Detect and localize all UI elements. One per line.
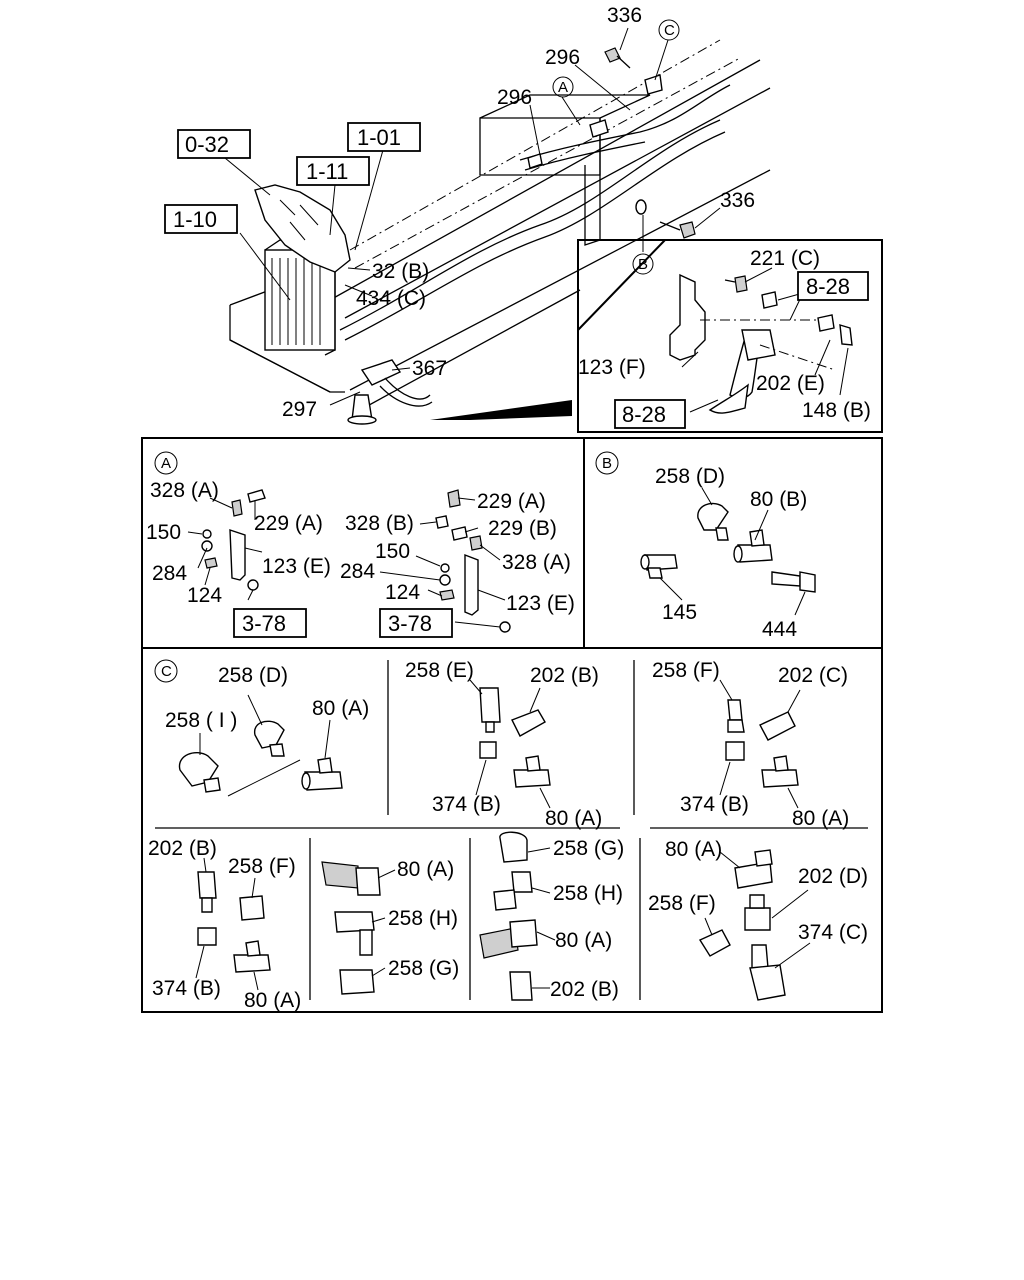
- label-c7-80a: 80 (A): [665, 838, 722, 861]
- label-c1-80a: 80 (A): [312, 697, 369, 720]
- label-a-328a-1: 328 (A): [150, 479, 219, 502]
- panel-a-marker: A: [161, 455, 171, 472]
- label-a-123e-2: 123 (E): [506, 592, 575, 615]
- callout-a: A: [558, 79, 568, 96]
- label-b-258d: 258 (D): [655, 465, 725, 488]
- label-c5-80a: 80 (A): [397, 858, 454, 881]
- label-a-229b: 229 (B): [488, 517, 557, 540]
- label-a-284-2: 284: [340, 560, 375, 583]
- panel-a: A 328 (A) 229 (A) 150 123 (E) 284 124 3-…: [146, 451, 575, 638]
- label-a-123e-1: 123 (E): [262, 555, 331, 578]
- ref-1-11: 1-11: [306, 159, 348, 184]
- label-c6-202b: 202 (B): [550, 978, 619, 1001]
- label-b-145: 145: [662, 601, 697, 624]
- label-c3-258f: 258 (F): [652, 659, 720, 682]
- label-b-444: 444: [762, 618, 797, 641]
- label-221c: 221 (C): [750, 247, 820, 270]
- callout-b: B: [638, 256, 648, 273]
- label-32b: 32 (B): [372, 260, 429, 283]
- label-c3-80a: 80 (A): [792, 807, 849, 830]
- label-c2-374b: 374 (B): [432, 793, 501, 816]
- panel-grid: [141, 437, 883, 1013]
- ref-a-3-78-2: 3-78: [388, 611, 432, 636]
- label-c5-258h: 258 (H): [388, 907, 458, 930]
- ref-8-28-b: 8-28: [622, 402, 666, 427]
- label-c4-202b: 202 (B): [148, 837, 217, 860]
- ref-1-01: 1-01: [357, 125, 401, 150]
- label-296-b: 296: [497, 86, 532, 109]
- overview-labels: 336 C 296 A 296 336 B 32 (B) 434 (C) 367…: [164, 4, 755, 421]
- label-c4-374b: 374 (B): [152, 977, 221, 1000]
- label-c3-202c: 202 (C): [778, 664, 848, 687]
- label-434c: 434 (C): [356, 287, 426, 310]
- label-297: 297: [282, 398, 317, 421]
- label-c3-374b: 374 (B): [680, 793, 749, 816]
- label-c1-258d: 258 (D): [218, 664, 288, 687]
- label-336-right: 336: [720, 189, 755, 212]
- label-336-top: 336: [607, 4, 642, 27]
- label-c2-202b: 202 (B): [530, 664, 599, 687]
- panel-c: C 258 (D) 258 ( I ) 80 (A) 258 (E) 202 (…: [148, 659, 868, 1012]
- panel-b-marker: B: [602, 455, 612, 472]
- inset-horn: 221 (C) 8-28 123 (F) 202 (E) 148 (B) 8-2…: [577, 239, 883, 433]
- label-296-a: 296: [545, 46, 580, 69]
- overview-leaders: [224, 27, 721, 406]
- label-a-284-1: 284: [152, 562, 187, 585]
- label-c7-374c: 374 (C): [798, 921, 868, 944]
- ref-a-3-78-1: 3-78: [242, 611, 286, 636]
- callout-c-top: C: [664, 22, 675, 39]
- label-123f: 123 (F): [578, 356, 646, 379]
- label-c6-258h: 258 (H): [553, 882, 623, 905]
- label-a-328a-2: 328 (A): [502, 551, 571, 574]
- ref-8-28-a: 8-28: [806, 274, 850, 299]
- label-c2-80a: 80 (A): [545, 807, 602, 830]
- label-148b: 148 (B): [802, 399, 871, 422]
- label-202e: 202 (E): [756, 372, 825, 395]
- ref-0-32: 0-32: [185, 132, 229, 157]
- label-c1-258i: 258 ( I ): [165, 709, 237, 732]
- label-a-124-2: 124: [385, 581, 420, 604]
- label-a-150-2: 150: [375, 540, 410, 563]
- label-c7-258f: 258 (F): [648, 892, 716, 915]
- label-a-328b: 328 (B): [345, 512, 414, 535]
- label-c2-258e: 258 (E): [405, 659, 474, 682]
- panel-b: B 258 (D) 80 (B) 145 444: [595, 451, 816, 641]
- label-c6-80a: 80 (A): [555, 929, 612, 952]
- overview-drawing: [229, 39, 771, 425]
- label-a-229a-2: 229 (A): [477, 490, 546, 513]
- label-a-229a-1: 229 (A): [254, 512, 323, 535]
- label-c7-202d: 202 (D): [798, 865, 868, 888]
- label-367: 367: [412, 357, 447, 380]
- ref-1-10: 1-10: [173, 207, 217, 232]
- label-c4-80a: 80 (A): [244, 989, 301, 1012]
- panel-c-marker: C: [161, 663, 172, 680]
- label-a-124-1: 124: [187, 584, 222, 607]
- label-a-150-1: 150: [146, 521, 181, 544]
- label-c5-258g: 258 (G): [388, 957, 459, 980]
- label-c6-258g: 258 (G): [553, 837, 624, 860]
- label-c4-258f: 258 (F): [228, 855, 296, 878]
- label-b-80b: 80 (B): [750, 488, 807, 511]
